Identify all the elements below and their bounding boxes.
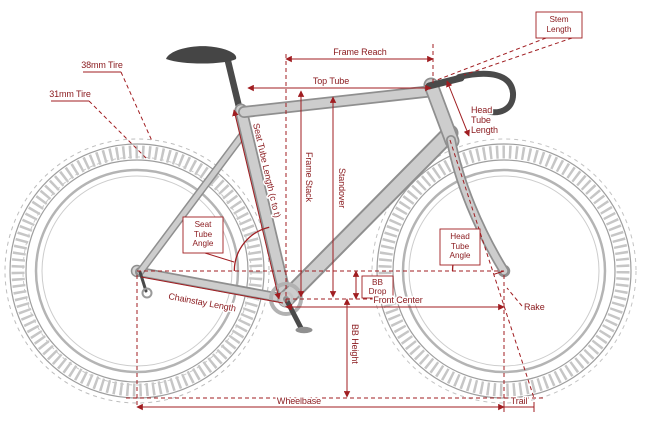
handlebar: [456, 70, 516, 116]
head-tube-angle-annotation: Head Tube Angle: [439, 228, 481, 272]
bb-height-annotation: BB Height: [343, 298, 362, 398]
head-tube-angle-label-line2: Tube: [451, 242, 470, 251]
head-tube-length-annotation: Head Tube Length: [446, 80, 500, 137]
bb-drop-label-line2: Drop: [369, 287, 387, 296]
stem: [425, 74, 465, 90]
tire-31-label: 31mm Tire: [49, 89, 91, 99]
frame-reach-label: Frame Reach: [333, 47, 387, 57]
head-tube-length-label-line2: Tube: [471, 115, 491, 125]
head-tube-angle-label-line3: Angle: [450, 251, 471, 260]
frame-stack-label: Frame Stack: [304, 152, 314, 203]
stem-length-label-line2: Length: [546, 25, 571, 34]
reference-lines: [126, 139, 546, 399]
bb-height-label: BB Height: [350, 324, 360, 364]
saddle: [166, 46, 237, 64]
seat-tube-angle-label-line1: Seat: [195, 220, 213, 229]
wheelbase-annotation: Wheelbase: [136, 275, 505, 411]
frame-stack-annotation: Frame Stack: [297, 90, 316, 298]
seat-tube-angle-label-line2: Tube: [194, 230, 213, 239]
wheelbase-label: Wheelbase: [277, 396, 321, 406]
pedal: [295, 326, 313, 334]
stem-length-annotation: Stem Length: [436, 11, 583, 81]
front-center-label: Front Center: [373, 295, 422, 305]
bb-drop-annotation: BB Drop: [352, 270, 394, 300]
standover-label: Standover: [337, 168, 347, 208]
trail-annotation: Trail: [503, 395, 535, 412]
seat-tube-angle-annotation: Seat Tube Angle: [182, 216, 270, 272]
frame-reach-annotation: Frame Reach: [285, 44, 434, 307]
rake-label: Rake: [524, 302, 545, 312]
top-tube-label: Top Tube: [313, 76, 349, 86]
head-tube-length-label-line1: Head: [471, 105, 492, 115]
stem-length-label-line1: Stem: [549, 15, 568, 24]
top-tube-annotation: Top Tube: [247, 75, 432, 92]
rake-annotation: Rake: [493, 270, 546, 314]
front-center-annotation: Front Center: [285, 294, 505, 311]
steering-axis-line: [449, 139, 535, 399]
head-tube-length-label-line3: Length: [471, 125, 498, 135]
tire-38-label: 38mm Tire: [81, 60, 123, 70]
seat-tube-angle-label-line3: Angle: [193, 239, 214, 248]
standover-annotation: Standover: [329, 96, 349, 298]
tire-size-annotations: 38mm Tire 31mm Tire: [48, 59, 153, 159]
head-tube-angle-label-line1: Head: [450, 232, 470, 241]
trail-label: Trail: [511, 396, 528, 406]
chainstay-length-label: Chainstay Length: [168, 291, 237, 313]
bb-drop-label-line1: BB: [372, 278, 383, 287]
